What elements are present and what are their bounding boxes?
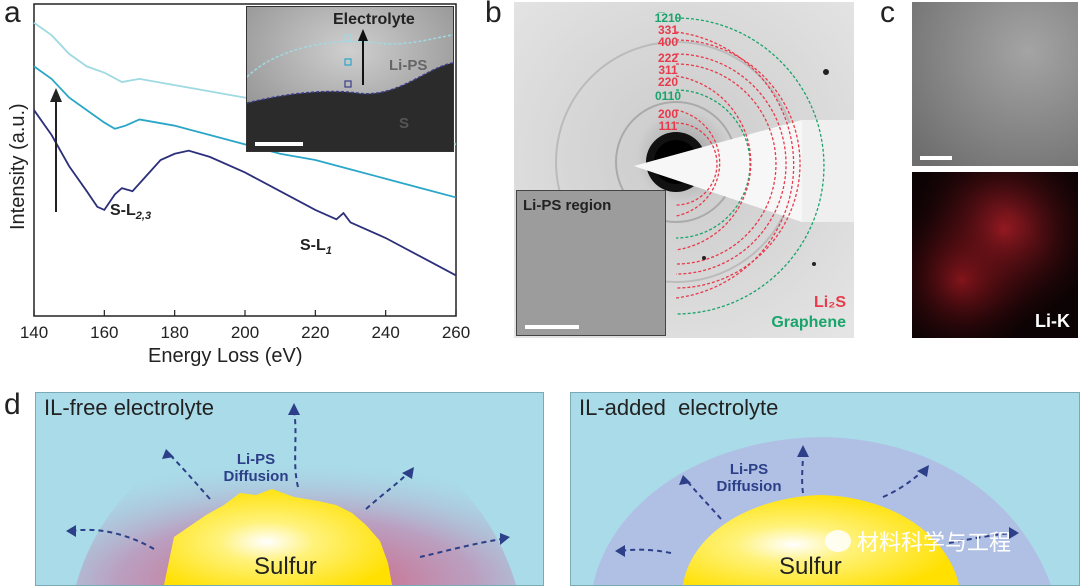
sem-texture [912,2,1078,166]
peak-label-sl1-sub: 1 [326,245,332,257]
panel-letter-b: b [485,0,502,29]
legend-li2s: Li₂S [814,294,846,311]
il-added-sulfur-label: Sulfur [779,553,842,580]
il-added-title: IL-added electrolyte [579,395,779,420]
ring-label-311: 311 [658,63,678,77]
schematic-il-free: IL-free electrolyte Li-PS Diffusion Sulf… [35,392,544,586]
diffraction-pattern: 1̅210 331 400 222 311 220 0110 200 111 L… [514,2,854,338]
eels-chart: 140 160 180 200 220 240 260 Intensity (a.u.) E… [7,3,470,367]
panel-letter-d: d [4,388,21,421]
legend-graphene: Graphene [771,314,846,331]
il-added-diffusion-label: Li-PS Diffusion [709,461,789,495]
il-added-diffusion-line2: Diffusion [716,478,782,495]
inset-label-lips: Li-PS [389,57,428,74]
wechat-icon [825,530,851,552]
il-free-diffusion-line2: Diffusion [223,468,289,485]
panel-letter-a: a [4,0,21,29]
li-k-map: Li-K [912,172,1078,338]
x-tick-label: 180 [160,323,188,342]
peak-label-sl23: S-L2,3 [110,202,151,222]
sem-image [912,2,1078,166]
ring-label-111: 111 [658,119,678,133]
il-free-diffusion-line1: Li-PS [236,451,276,468]
schematic-il-added: IL-added electrolyte Li-PS Diffusion Sul… [570,392,1080,586]
li-k-map-graphic [912,172,1078,338]
tem-inset-graphic [247,7,453,151]
intensity-arrow-head [50,88,62,102]
watermark-text: 材料科学与工程 [857,530,1012,555]
il-free-diffusion-label: Li-PS Diffusion [216,451,296,485]
x-tick-label: 140 [20,323,48,342]
il-free-title: IL-free electrolyte [44,395,214,420]
peak-label-sl23-sub: 2,3 [135,210,151,222]
schematic-il-added-graphic [571,393,1079,585]
inset-label-s: S [399,115,410,132]
ring-label-200: 200 [657,107,679,121]
x-tick-label: 200 [231,323,259,342]
li-k-label: Li-K [1035,311,1070,331]
x-tick-label: 260 [442,323,470,342]
ring-label-331: 331 [657,23,679,37]
schematic-il-free-graphic [36,393,543,585]
x-tick-label: 240 [371,323,399,342]
lips-region-title: Li-PS region [523,197,612,214]
eels-series-2 [33,65,457,199]
il-free-sulfur-label: Sulfur [254,553,317,580]
x-tick-label: 220 [301,323,329,342]
eels-series-3 [33,109,457,277]
ring-index-list: 1̅210 331 400 222 311 220 0110 200 111 [638,12,698,132]
panel-letter-c: c [880,0,895,29]
tem-inset: Electrolyte Li-PS S [246,6,454,152]
lips-region-inset: Li-PS region [516,190,666,336]
il-added-diffusion-line1: Li-PS [729,461,769,478]
ring-label-222: 222 [657,51,679,65]
x-tick-label: 160 [90,323,118,342]
inset-label-electrolyte: Electrolyte [333,11,415,28]
ring-label-400: 400 [657,35,679,49]
sem-scale-bar [920,156,952,160]
scale-bar [255,142,303,146]
peak-label-sl23-main: S-L [110,202,136,219]
x-axis-label: Energy Loss (eV) [148,345,303,367]
ring-label-1210: 1̅210 [654,11,682,25]
ring-label-0110: 0110 [654,89,682,103]
y-axis-label: Intensity (a.u.) [7,103,29,230]
ring-label-220: 220 [657,75,679,89]
peak-label-sl1: S-L1 [300,237,332,257]
lips-scale-bar [525,325,579,329]
peak-label-sl1-main: S-L [300,237,326,254]
watermark: 材料科学与工程 [825,525,1011,557]
